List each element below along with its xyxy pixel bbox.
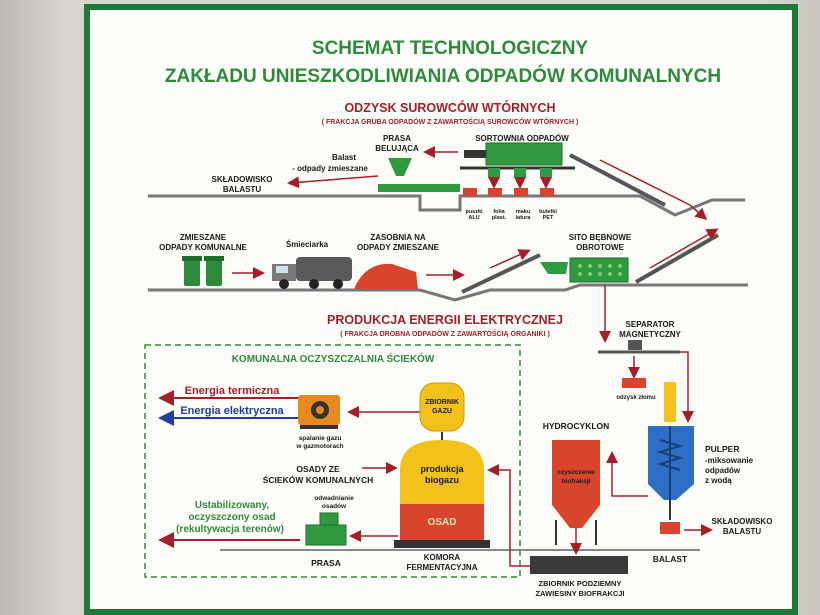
label-czyszczenie-2: biofrakcji xyxy=(562,478,591,485)
label-pulper-3: odpadów xyxy=(705,466,741,475)
label-prasa-belujaca-2: BELUJĄCA xyxy=(375,144,419,153)
label-spalanie-2: w gazmotorach xyxy=(295,443,343,450)
label-skladowisko-top-2: BALASTU xyxy=(223,185,261,194)
recovery-heading: ODZYSK SUROWCÓW WTÓRNYCH xyxy=(344,100,555,115)
label-puszki-2: ALU xyxy=(468,215,479,221)
label-separator-1: SEPARATOR xyxy=(626,320,675,329)
wastewater-plant-box xyxy=(144,344,521,578)
label-balast-1: Balast xyxy=(332,153,356,162)
chamber-base xyxy=(394,540,490,548)
pulper-feed xyxy=(664,382,676,422)
label-hydrocyklon: HYDROCYKLON xyxy=(543,421,610,431)
label-spalanie-1: spalanie gazu xyxy=(299,435,342,442)
title-line-2: ZAKŁADU UNIESZKODLIWIANIA ODPADÓW KOMUNA… xyxy=(165,65,721,87)
waste-bins xyxy=(182,256,224,286)
label-folia-1: folia xyxy=(493,209,505,215)
label-skladowisko-top-1: SKŁADOWISKO xyxy=(212,175,273,184)
label-makulatura-1: maku xyxy=(516,209,530,215)
energy-subheading: ( FRAKCJA DROBNA ODPADÓW Z ZAWARTOŚCIĄ O… xyxy=(340,329,550,338)
label-pulper-2: -miksowanie xyxy=(705,456,754,465)
label-zasobnia-2: ODPADY ZMIESZANE xyxy=(357,243,440,252)
drum-screen xyxy=(569,257,629,283)
ballast-container xyxy=(660,522,680,534)
gas-tank xyxy=(419,382,465,432)
garbage-truck xyxy=(272,257,352,289)
underground-tank xyxy=(530,556,628,574)
ground-line-top xyxy=(148,194,745,217)
label-balast-bottom: BALAST xyxy=(653,554,688,564)
label-zmieszane-1: ZMIESZANE xyxy=(180,233,227,242)
label-zbiornik-gazu-2: GAZU xyxy=(432,408,452,415)
label-pulper-1: PULPER xyxy=(705,444,739,454)
title-line-1: SCHEMAT TECHNOLOGICZNY xyxy=(312,38,589,59)
label-zasobnia-1: ZASOBNIA NA xyxy=(370,233,425,242)
label-folia-2: plast. xyxy=(492,215,507,221)
magnet xyxy=(628,340,642,350)
label-osady-2: ŚCIEKÓW KOMUNALNYCH xyxy=(263,474,374,485)
label-czyszczenie-1: czyszczenie xyxy=(557,469,595,476)
energy-heading: PRODUKCJA ENERGII ELEKTRYCZNEJ xyxy=(327,313,563,327)
label-makulatura-2: latura xyxy=(516,215,532,221)
hydrocyclone xyxy=(552,440,600,528)
label-odwadnianie-2: osadów xyxy=(322,503,347,510)
label-butelki-1: butelki xyxy=(539,209,557,215)
label-produkcja-2: biogazu xyxy=(425,475,459,485)
gas-engine xyxy=(298,395,340,429)
waste-bunker xyxy=(354,263,418,289)
label-skladowisko-bottom-2: BALASTU xyxy=(723,527,761,536)
label-butelki-2: PET xyxy=(543,215,554,221)
label-energia-termiczna: Energia termiczna xyxy=(185,385,281,397)
baling-press-belt xyxy=(378,184,460,192)
incline-conveyor-right xyxy=(635,233,719,284)
sorting-conveyor-head xyxy=(464,150,486,158)
label-puszki-1: puszki xyxy=(465,209,483,215)
label-prasa-belujaca-1: PRASA xyxy=(383,134,411,143)
label-ustab-3: (rekultywacja terenów) xyxy=(176,524,284,535)
label-zbiornik-podz-1: ZBIORNIK PODZIEMNY xyxy=(539,579,622,588)
label-separator-2: MAGNETYCZNY xyxy=(619,330,681,339)
sort-chutes xyxy=(463,168,554,196)
incline-conveyor-top xyxy=(569,153,666,207)
label-smieciarka: Śmieciarka xyxy=(286,240,329,249)
label-ustab-1: Ustabilizowany, xyxy=(195,500,269,511)
label-balast-2: - odpady zmieszane xyxy=(292,164,368,173)
sludge-layer xyxy=(400,504,484,540)
label-zbiornik-podz-2: ZAWIESINY BIOFRAKCJI xyxy=(535,589,624,598)
label-ustab-2: oczyszczony osad xyxy=(188,512,275,523)
label-odwadnianie-1: odwadnianie xyxy=(314,495,354,502)
label-komora-1: KOMORA xyxy=(424,553,461,562)
sorting-unit xyxy=(485,142,563,166)
drum-screen-hopper xyxy=(540,262,568,274)
label-sortownia: SORTOWNIA ODPADÓW xyxy=(475,134,569,143)
label-pulper-4: z wodą xyxy=(705,476,732,485)
scrap-container xyxy=(622,378,646,388)
label-osad: OSAD xyxy=(428,517,457,528)
label-skladowisko-bottom-1: SKŁADOWISKO xyxy=(712,517,773,526)
dewatering-press xyxy=(305,512,347,546)
label-oczyszczalnia: KOMUNALNA OCZYSZCZALNIA ŚCIEKÓW xyxy=(232,352,435,365)
label-komora-2: FERMENTACYJNA xyxy=(407,563,478,572)
label-prasa: PRASA xyxy=(311,558,341,568)
label-energia-elektryczna: Energia elektryczna xyxy=(180,405,284,417)
label-produkcja-1: produkcja xyxy=(420,464,464,474)
label-zbiornik-gazu-1: ZBIORNIK xyxy=(425,399,459,406)
label-sito-1: SITO BĘBNOWE xyxy=(569,233,632,242)
label-zmieszane-2: ODPADY KOMUNALNE xyxy=(159,243,247,252)
label-osady-1: OSADY ZE xyxy=(296,464,340,474)
baling-press-hopper xyxy=(388,158,412,176)
label-odzysk-zlomu: odzysk złomu xyxy=(616,395,656,401)
ground-line-middle xyxy=(148,283,748,302)
incline-conveyor-middle xyxy=(461,253,541,294)
recovery-subheading: ( FRAKCJA GRUBA ODPADÓW Z ZAWARTOŚCIĄ SU… xyxy=(322,117,579,126)
label-sito-2: OBROTOWE xyxy=(576,243,625,252)
